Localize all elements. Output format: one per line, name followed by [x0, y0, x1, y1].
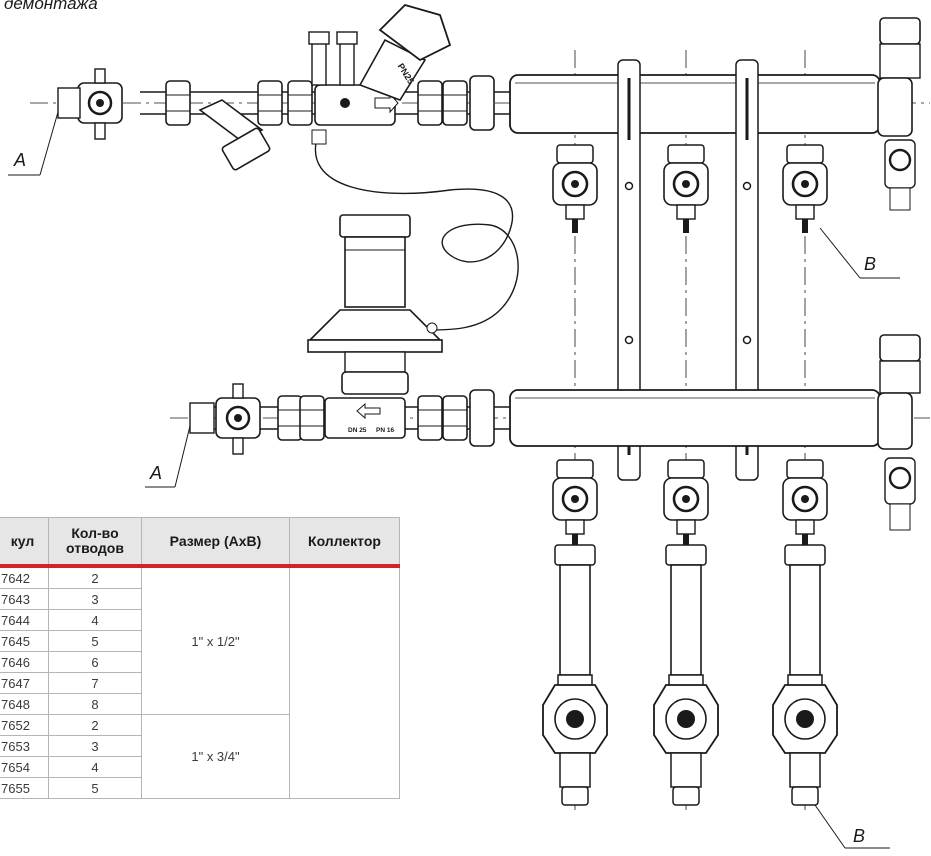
cell-outlets: 2: [48, 714, 142, 736]
table-row: 7654 4: [0, 756, 400, 778]
cell-outlets: 4: [48, 756, 142, 778]
callout-b-bottom: B: [853, 826, 866, 846]
cell-outlets: 3: [48, 588, 142, 610]
dn-marking: DN 25: [348, 427, 367, 434]
callout-a-bottom: A: [150, 463, 163, 483]
cell-outlets: 3: [48, 735, 142, 757]
header-size: Размер (АхВ): [141, 517, 290, 568]
cell-article: 7653: [0, 735, 49, 757]
cell-outlets: 6: [48, 651, 142, 673]
cell-article: 7652: [0, 714, 49, 736]
cell-article: 7655: [0, 777, 49, 799]
callout-a-top: A: [14, 150, 27, 170]
table-row: 7644 4: [0, 609, 400, 631]
cell-article: 7645: [0, 630, 49, 652]
header-collector: Коллектор: [289, 517, 400, 568]
header-article: кул: [0, 517, 49, 568]
table-row: 7642 2 1" x 1/2": [0, 565, 400, 799]
table-row: 7647 7: [0, 672, 400, 694]
cell-outlets: 7: [48, 672, 142, 694]
cell-size: 1" x 1/2": [141, 565, 290, 715]
cell-size: 1" x 3/4": [141, 714, 290, 799]
table-row: 7648 8: [0, 693, 400, 715]
cell-article: 7654: [0, 756, 49, 778]
cell-collector: [289, 565, 400, 799]
pn16-marking: PN 16: [376, 427, 394, 434]
heading-fragment: демонтажа: [4, 0, 98, 13]
cell-article: 7643: [0, 588, 49, 610]
cell-article: 7644: [0, 609, 49, 631]
cell-article: 7642: [0, 565, 49, 589]
cell-article: 7647: [0, 672, 49, 694]
cell-outlets: 5: [48, 630, 142, 652]
callout-b-top: B: [864, 254, 877, 274]
cell-article: 7646: [0, 651, 49, 673]
cell-outlets: 5: [48, 777, 142, 799]
cell-article: 7648: [0, 693, 49, 715]
table-row: 7652 2 1" x 3/4": [0, 714, 400, 799]
table-row: 7655 5: [0, 777, 400, 799]
cell-outlets: 8: [48, 693, 142, 715]
cell-outlets: 2: [48, 565, 142, 589]
cell-outlets: 4: [48, 609, 142, 631]
